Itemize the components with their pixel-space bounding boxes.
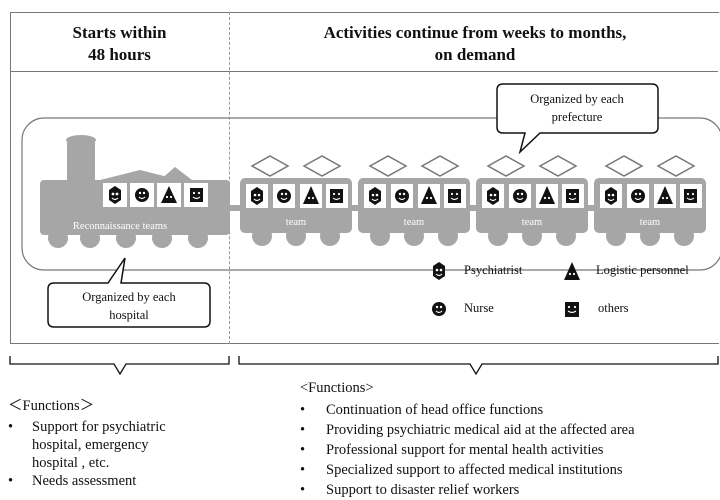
- hospital-callout-line-1: Organized by each: [82, 290, 176, 304]
- logistic-personnel-icon: [657, 186, 673, 204]
- car-label: team: [522, 217, 542, 228]
- right-functions-list: •Continuation of head office functions •…: [300, 402, 635, 498]
- column-divider: [229, 12, 230, 344]
- prefecture-callout-line-2: prefecture: [552, 110, 603, 124]
- left-function-item: Needs assessment: [32, 473, 137, 489]
- right-function-item: Providing psychiatric medical aid at the…: [326, 422, 635, 438]
- right-function-item: Continuation of head office functions: [326, 402, 544, 418]
- hospital-callout-line-2: hospital: [109, 308, 149, 322]
- right-column-header: Activities continue from weeks to months…: [230, 22, 720, 66]
- legend-psychiatrist-label: Psychiatrist: [464, 263, 523, 277]
- psychiatrist-icon: [251, 187, 263, 205]
- psychiatrist-icon: [487, 187, 499, 205]
- logistic-personnel-icon: [539, 186, 555, 204]
- roof-diamond: [302, 155, 342, 177]
- train-cars: team team team team: [240, 155, 706, 246]
- right-header-line-2: on demand: [434, 45, 516, 64]
- engine-icons: [103, 183, 208, 207]
- right-header-line-1: Activities continue from weeks to months…: [323, 23, 627, 42]
- legend-psychiatrist-icon: [433, 262, 445, 280]
- logistic-personnel-icon: [303, 186, 319, 204]
- roof-diamond: [250, 155, 290, 177]
- car-label: team: [404, 217, 424, 228]
- others-icon: [448, 189, 461, 203]
- right-function-item: Professional support for mental health a…: [326, 442, 604, 458]
- legend-others-label: others: [598, 301, 629, 315]
- roof-diamond: [538, 155, 578, 177]
- left-function-item: hospital, emergency: [32, 437, 149, 453]
- left-header-line-2: 48 hours: [88, 45, 151, 64]
- psychiatrist-icon: [109, 186, 121, 204]
- left-brace: [9, 356, 230, 376]
- right-function-item: Support to disaster relief workers: [326, 482, 520, 498]
- left-functions-list: • Support for psychiatric hospital, emer…: [8, 418, 228, 490]
- left-column-header: Starts within 48 hours: [10, 22, 229, 66]
- legend-logistic-personnel-label: Logistic personnel: [596, 263, 689, 277]
- roof-diamond: [486, 155, 526, 177]
- psychiatrist-icon: [369, 187, 381, 205]
- train-container: [21, 117, 720, 271]
- left-functions-heading: ＜Functions＞: [8, 398, 95, 414]
- legend-others-icon: [565, 302, 579, 317]
- header-frame: [10, 12, 719, 344]
- train-car: team: [476, 155, 596, 246]
- legend-nurse-label: Nurse: [464, 301, 494, 315]
- legend-nurse-icon: [432, 302, 446, 316]
- nurse-icon: [631, 189, 645, 203]
- nurse-icon: [277, 189, 291, 203]
- train-car: team: [358, 155, 478, 246]
- right-functions-heading: <Functions>: [300, 380, 374, 396]
- header-divider: [10, 71, 718, 72]
- nurse-icon: [513, 189, 527, 203]
- train-car: team: [594, 155, 706, 246]
- others-icon: [566, 189, 579, 203]
- psychiatrist-icon: [605, 187, 617, 205]
- legend-icons: [432, 262, 580, 317]
- roof-diamond: [420, 155, 460, 177]
- train-car: team: [240, 155, 360, 246]
- roof-diamond: [656, 155, 696, 177]
- right-function-item: Specialized support to affected medical …: [326, 462, 623, 478]
- others-icon: [684, 189, 697, 203]
- locomotive: [40, 135, 242, 248]
- prefecture-callout-line-1: Organized by each: [530, 92, 624, 106]
- nurse-icon: [395, 189, 409, 203]
- legend-logistic-personnel-icon: [564, 262, 580, 280]
- left-header-line-1: Starts within: [72, 23, 167, 42]
- roof-diamond: [368, 155, 408, 177]
- roof-diamond: [604, 155, 644, 177]
- car-label: team: [286, 217, 306, 228]
- others-icon: [330, 189, 343, 203]
- hospital-callout: [47, 257, 211, 328]
- left-function-item: hospital , etc.: [32, 455, 110, 471]
- car-label: team: [640, 217, 660, 228]
- right-brace: [238, 356, 719, 376]
- nurse-icon: [135, 188, 149, 202]
- left-function-item: Support for psychiatric: [32, 419, 166, 435]
- prefecture-callout: [496, 83, 659, 155]
- engine-label: Reconnaissance teams: [73, 221, 167, 232]
- logistic-personnel-icon: [161, 186, 177, 203]
- others-icon: [190, 188, 203, 202]
- logistic-personnel-icon: [421, 186, 437, 204]
